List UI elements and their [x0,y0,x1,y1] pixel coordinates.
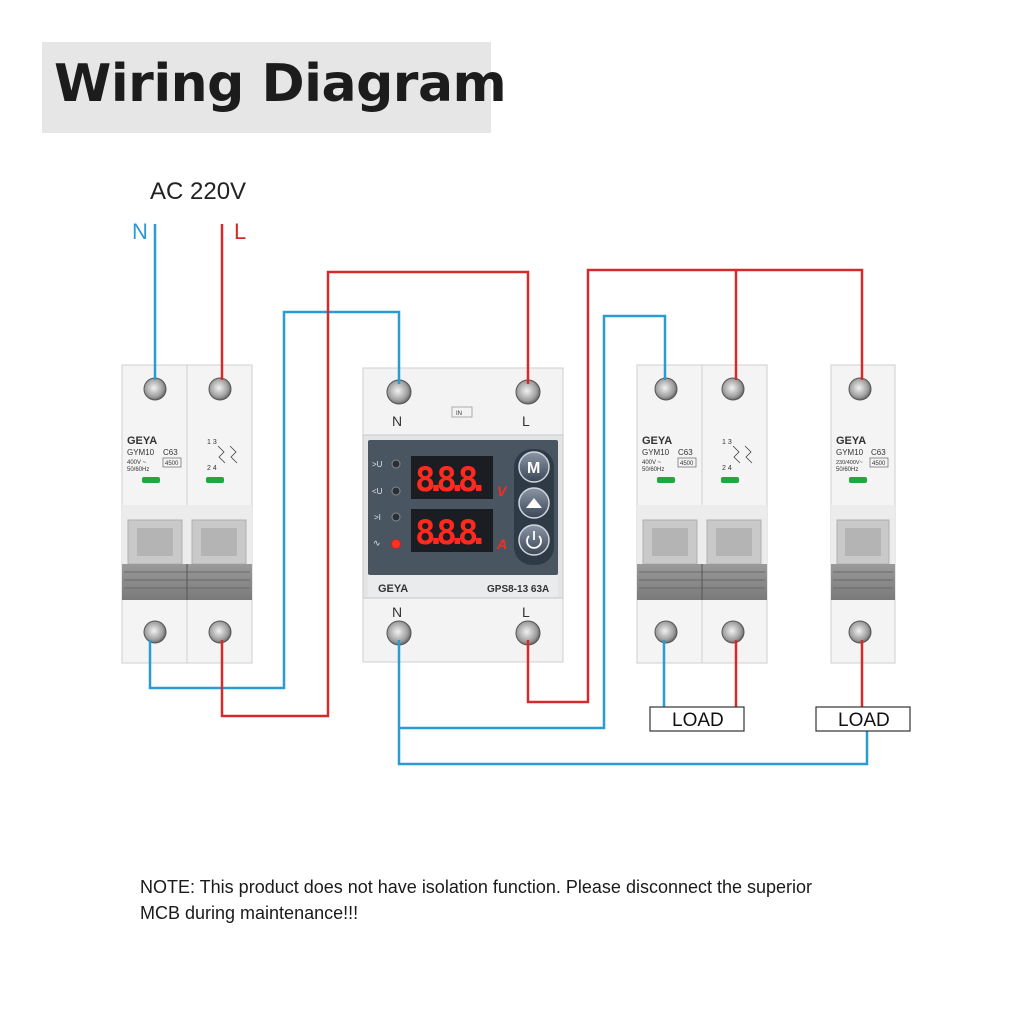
load-box-2: LOAD [815,706,911,732]
overcurrent-indicator-label: >I [374,513,381,522]
breaker-model: GYM10 [836,448,864,457]
breaker-curve: C63 [678,448,693,457]
top-n-label: N [392,413,402,429]
screw-terminal-icon [721,377,745,401]
note-line: MCB during maintenance!!! [140,903,359,923]
breaking-capacity: 4500 [872,461,886,467]
led-icon [391,459,401,469]
protector-brand: GEYA [378,583,408,595]
neutral-wires [148,224,869,766]
screw-terminal-icon [721,620,745,644]
protector-model: GPS8-13 63A [487,584,549,595]
breaker-middle: GEYA GYM10 C63 400V ~ 50/60Hz 4500 1 3 2… [636,364,768,664]
voltage-protector: GEYA GPS8-13 63A N L N L IN >U <U >I ∿ 8… [362,367,564,663]
screw-terminal-icon [654,377,678,401]
title-banner [42,42,491,133]
led-icon [391,486,401,496]
led-active-icon [391,539,401,549]
voltage-display [411,456,493,499]
breaker-right: GEYA GYM10 C63 230/400V~ 50/60Hz 4500 [830,364,896,664]
screw-terminal-icon [848,377,872,401]
status-indicator-icon [849,477,867,483]
mode-button[interactable] [518,451,550,483]
up-icon [526,498,542,508]
status-indicator-icon [142,477,160,483]
voltage-digits: 8.8.8. [415,460,489,500]
breaker-rating: 400V ~ [127,460,147,466]
brand-logo: GEYA [642,435,672,447]
brand-logo: GEYA [836,435,866,447]
line-label: L [234,219,247,244]
status-indicator-icon [206,477,224,483]
current-display [411,509,493,552]
breaking-capacity: 4500 [680,461,694,467]
breaker-freq: 50/60Hz [642,467,664,473]
screw-terminal-icon [208,377,232,401]
breaker-freq: 50/60Hz [836,467,858,473]
top-l-label: L [522,413,530,429]
breaker-rating: 400V ~ [642,460,662,466]
terminal-marks: 1 3 [722,439,732,446]
supply-voltage-label: AC 220V [150,178,247,205]
breaker-freq: 50/60Hz [127,467,149,473]
status-indicator-icon [657,477,675,483]
status-indicator-icon [721,477,739,483]
load-box-1: LOAD [649,706,745,732]
current-digits: 8.8.8. [415,513,489,553]
screw-terminal-icon [143,620,167,644]
maintenance-note: NOTE: This product does not have isolati… [140,874,940,926]
power-indicator-label: ∿ [373,539,381,549]
current-unit: A [496,536,507,552]
mode-button-label: M [527,460,540,477]
led-icon [391,512,401,522]
bottom-n-label: N [392,604,402,620]
breaker-left: GEYA GYM10 C63 400V ~ 50/60Hz 4500 1 3 2… [121,364,253,664]
undervoltage-indicator-label: <U [372,487,383,496]
terminal-marks: 1 3 [207,439,217,446]
neutral-label: N [132,219,148,244]
page-title: Wiring Diagram [54,54,507,114]
breaker-model: GYM10 [642,448,670,457]
overvoltage-indicator-label: >U [372,460,383,469]
voltage-unit: V [497,483,508,499]
screw-terminal-icon [848,620,872,644]
in-mark: IN [456,411,462,417]
breaking-capacity: 4500 [165,461,179,467]
screw-terminal-icon [654,620,678,644]
breaker-curve: C63 [163,448,178,457]
terminal-marks-bottom: 2 4 [722,465,732,472]
screw-terminal-icon [208,620,232,644]
terminal-marks-bottom: 2 4 [207,465,217,472]
note-line: NOTE: This product does not have isolati… [140,877,813,897]
breaker-model: GYM10 [127,448,155,457]
line-wires [220,224,864,718]
brand-logo: GEYA [127,435,157,447]
bottom-l-label: L [522,604,530,620]
screw-terminal-icon [143,377,167,401]
load-label: LOAD [672,710,724,731]
power-icon [526,531,542,549]
breaker-curve: C63 [871,448,886,457]
breaker-rating: 230/400V~ [836,460,863,466]
load-label: LOAD [838,710,890,731]
